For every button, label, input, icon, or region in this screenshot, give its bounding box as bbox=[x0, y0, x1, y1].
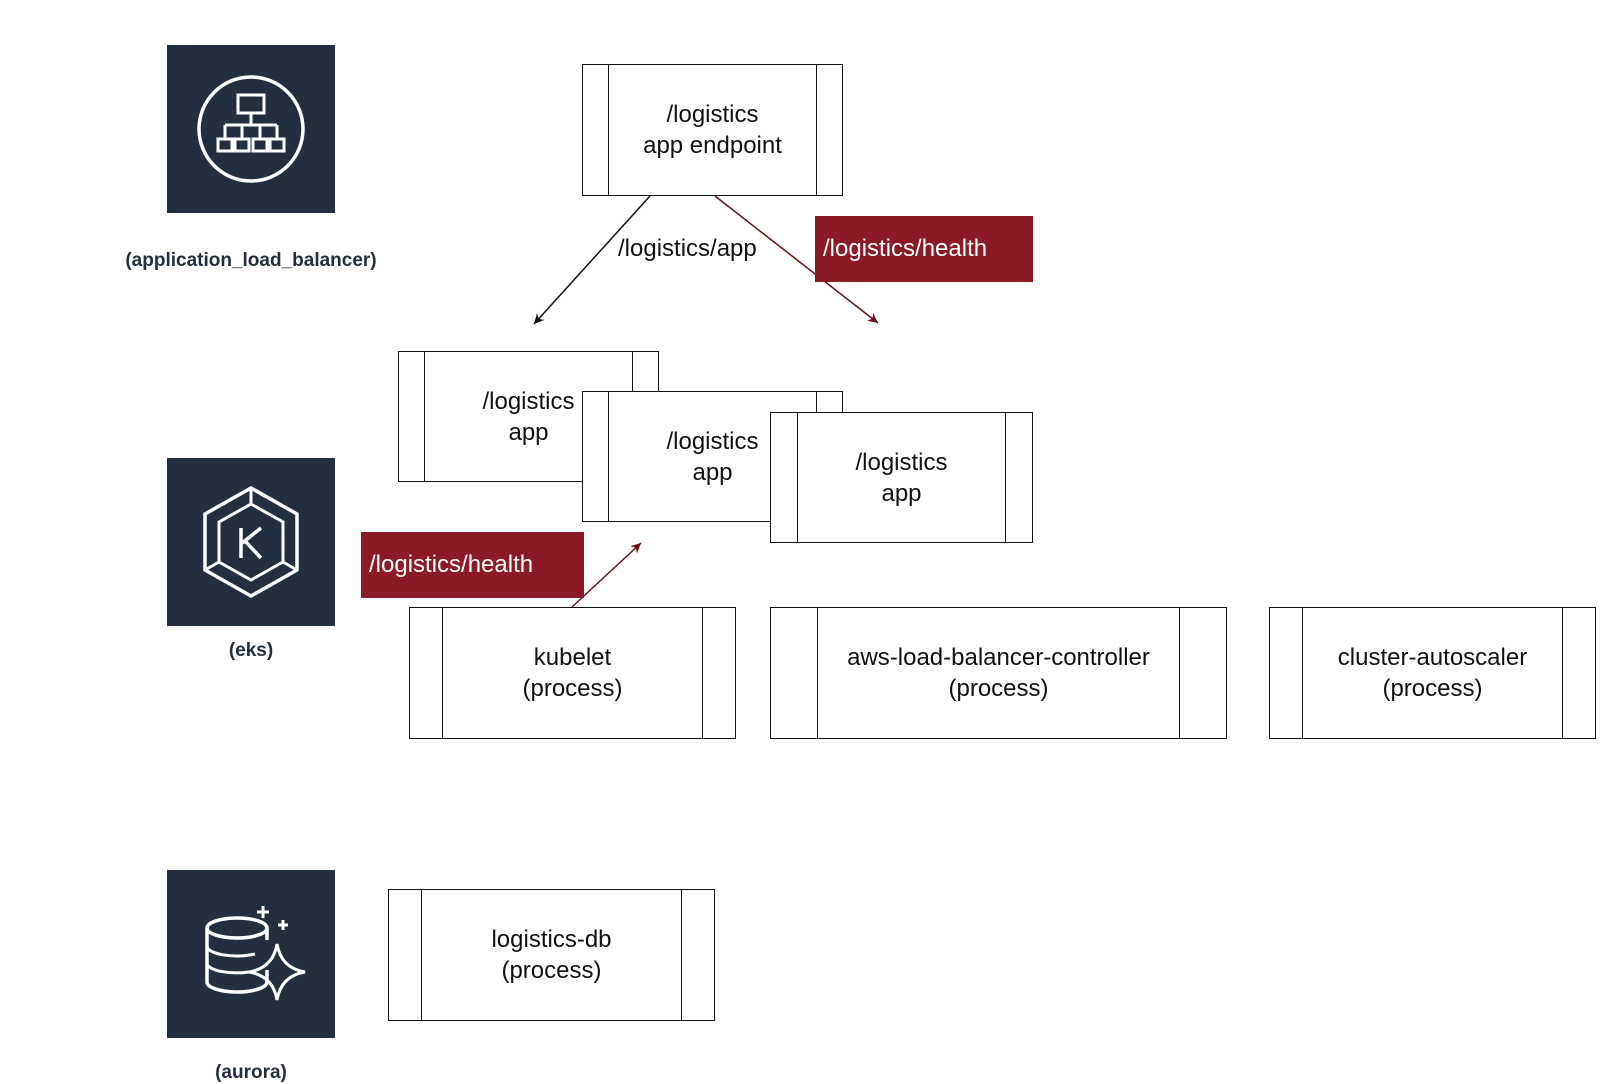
aurora-tile bbox=[167, 870, 335, 1038]
app-route-label: /logistics/app bbox=[618, 235, 757, 263]
eks-tile bbox=[167, 458, 335, 626]
aws-load-balancer-controller-label: aws-load-balancer-controller (process) bbox=[847, 644, 1150, 702]
cluster-autoscaler-label: cluster-autoscaler (process) bbox=[1337, 644, 1528, 702]
kubelet-label: kubelet (process) bbox=[522, 644, 623, 702]
logistics-endpoint-box[interactable]: /logistics app endpoint bbox=[582, 64, 843, 196]
application-load-balancer-tile bbox=[167, 45, 335, 213]
cluster-autoscaler-box[interactable]: cluster-autoscaler (process) bbox=[1269, 607, 1596, 739]
kubelet-box[interactable]: kubelet (process) bbox=[409, 607, 736, 739]
alb-label: (application_load_balancer) bbox=[125, 250, 377, 271]
logistics-app-label-1: /logistics app bbox=[482, 387, 575, 446]
logistics-endpoint-label: /logistics app endpoint bbox=[643, 101, 782, 159]
application-load-balancer-icon bbox=[197, 75, 305, 183]
logistics-app-box-3[interactable]: /logistics app bbox=[770, 412, 1033, 543]
eks-icon bbox=[203, 485, 299, 599]
health-top-label: /logistics/health bbox=[815, 216, 1033, 282]
logistics-app-label-2: /logistics app bbox=[666, 427, 759, 486]
logistics-db-label: logistics-db (process) bbox=[491, 926, 612, 984]
aws-load-balancer-controller-box[interactable]: aws-load-balancer-controller (process) bbox=[770, 607, 1227, 739]
logistics-db-box[interactable]: logistics-db (process) bbox=[388, 889, 715, 1021]
logistics-app-label-3: /logistics app bbox=[855, 448, 948, 507]
eks-label: (eks) bbox=[228, 640, 274, 661]
aurora-icon bbox=[205, 906, 306, 1001]
aurora-label: (aurora) bbox=[215, 1062, 287, 1083]
health-bottom-label: /logistics/health bbox=[361, 532, 584, 598]
